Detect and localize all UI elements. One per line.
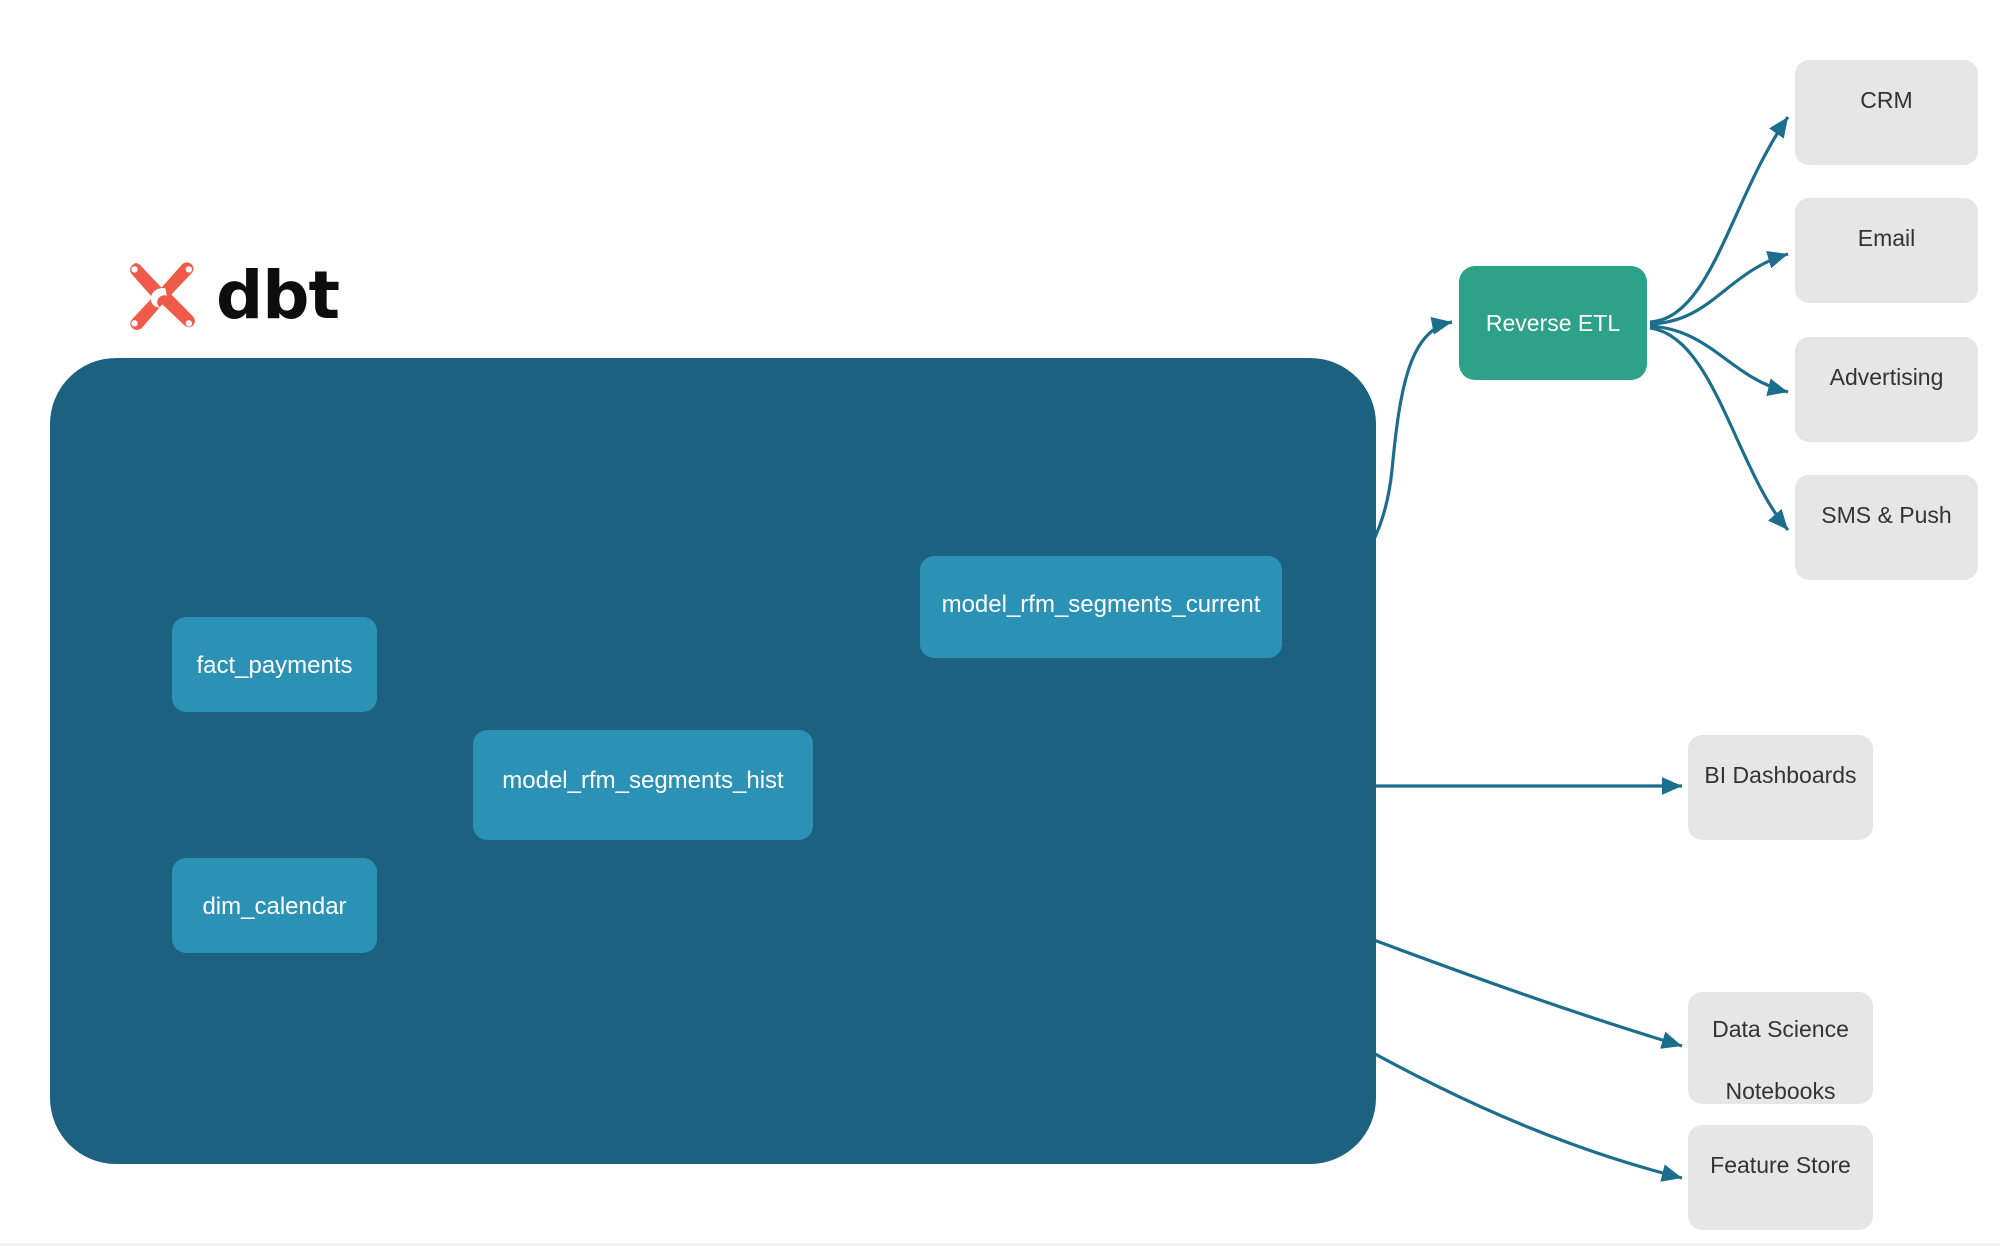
dbt-brand-lockup: dbt [122,257,340,334]
sink-node-email[interactable]: Email [1795,198,1978,303]
model-label-rfm-segments-current: model_rfm_segments_current [941,591,1261,618]
dbt-x-logo-icon [130,262,195,331]
edge-group-activation [1649,116,1790,532]
sink-label-ds-notebooks: Data Science Notebooks [1688,1014,1873,1107]
sink-node-feature-store[interactable]: Feature Store [1688,1125,1873,1230]
model-node-rfm-segments-current[interactable]: model_rfm_segments_current [920,556,1282,658]
model-node-dim-calendar[interactable]: dim_calendar [172,858,377,953]
sink-node-crm[interactable]: CRM [1795,60,1978,165]
model-label-dim-calendar: dim_calendar [202,893,347,920]
edge-reverse-etl-to-email [1649,251,1789,326]
sink-node-ds-notebooks[interactable]: Data Science Notebooks [1688,992,1873,1104]
sink-label-sms-push: SMS & Push [1821,502,1952,528]
model-label-fact-payments: fact_payments [196,652,353,679]
edge-reverse-etl-to-sms-push [1649,326,1790,532]
model-label-rfm-segments-hist: model_rfm_segments_hist [502,767,784,794]
sink-label-email: Email [1857,225,1916,251]
sink-node-bi-dashboards[interactable]: BI Dashboards [1688,735,1873,840]
dbt-wordmark: dbt [216,257,340,334]
model-node-rfm-segments-hist[interactable]: model_rfm_segments_hist [473,730,813,840]
edge-reverse-etl-to-crm [1649,116,1790,324]
reverse-etl-label: Reverse ETL [1485,309,1621,336]
sink-label-feature-store: Feature Store [1710,1152,1851,1178]
sink-node-sms-push[interactable]: SMS & Push [1795,475,1978,580]
model-node-fact-payments[interactable]: fact_payments [172,617,377,712]
sink-label-bi-dashboards: BI Dashboards [1704,762,1857,788]
sink-label-crm: CRM [1860,87,1913,113]
edge-reverse-etl-to-advertising [1649,324,1789,396]
sink-label-ds-notebooks-line1: Data Science [1712,1016,1849,1042]
reverse-etl-node[interactable]: Reverse ETL [1459,266,1647,380]
bottom-divider [0,1243,2000,1246]
sink-label-advertising: Advertising [1829,364,1944,390]
sink-node-advertising[interactable]: Advertising [1795,337,1978,442]
sink-label-ds-notebooks-line2: Notebooks [1725,1078,1836,1105]
